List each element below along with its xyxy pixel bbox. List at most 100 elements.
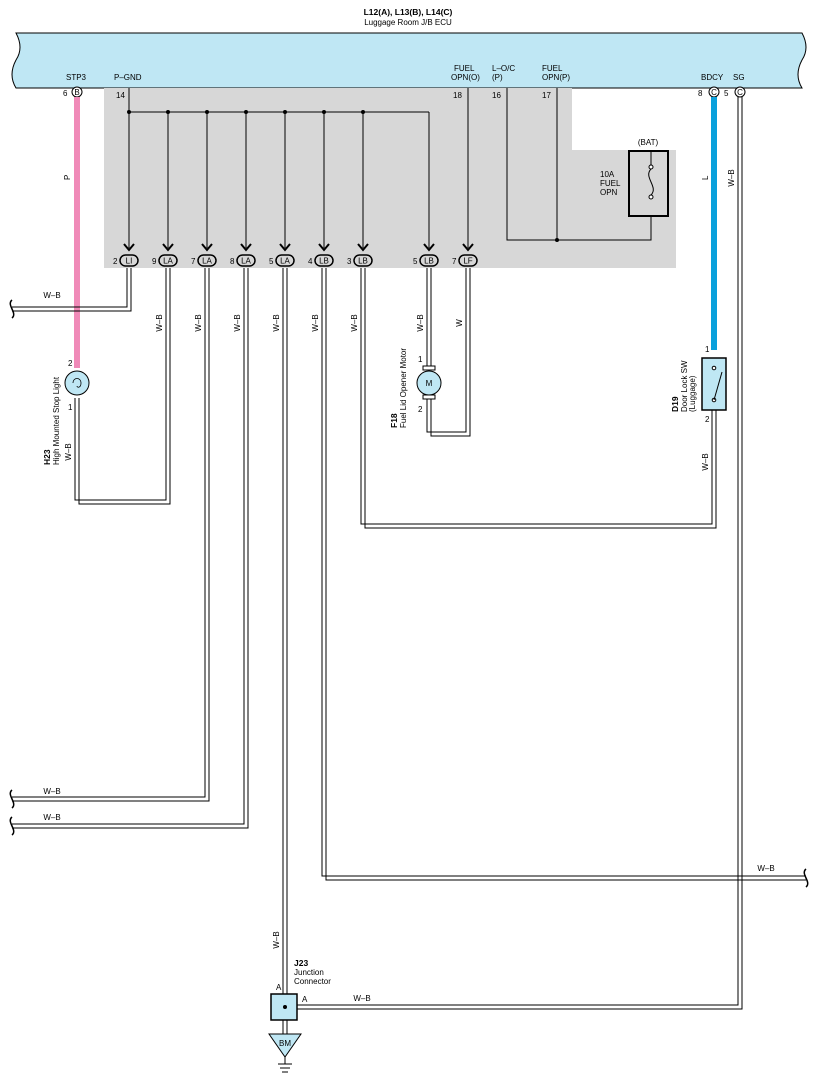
stop-light-id: H23 [42, 449, 52, 465]
harness-wire-line [426, 268, 467, 433]
connector-tag-box [458, 254, 478, 267]
connector-arrow [201, 243, 213, 252]
connector-pin-number: 2 [113, 257, 118, 266]
harness-wire-line [12, 268, 249, 829]
pin-label-pgnd: P–GND [114, 73, 142, 82]
connector-pin-number: 7 [452, 257, 457, 266]
connector-arrow [123, 243, 135, 252]
connector-pin-number: 5 [413, 257, 418, 266]
connector-c-letter-sg: C [737, 88, 743, 97]
pin-label-sg: SG [733, 73, 745, 82]
connector-tag-label: LA [280, 257, 290, 266]
wire-color-label: W–B [155, 314, 164, 331]
connector-tag-label: LB [319, 257, 329, 266]
motor-symbol: M [426, 379, 433, 388]
wire-color-label: W–B [272, 314, 281, 331]
stop-light-bulb [64, 370, 90, 396]
pgnd-internal-bus [127, 88, 430, 248]
junction-id: J23 [294, 958, 308, 968]
stop-light-pin-1: 1 [68, 403, 73, 412]
ground-label: BM [279, 1039, 291, 1048]
fuse-name-1: FUEL [600, 179, 621, 188]
pin-label-fuel-opn-o-2: OPN(O) [451, 73, 480, 82]
off-page-break-mark [9, 816, 15, 836]
motor-pin-2: 2 [418, 405, 423, 414]
harness-wire-line [12, 268, 206, 798]
connector-tag-box [419, 254, 439, 267]
pin-label-loc-1: L–O/C [492, 64, 515, 73]
pin-label-bdcy: BDCY [701, 73, 724, 82]
junction-pin-a-top: A [276, 983, 282, 992]
connector-arrow [357, 243, 369, 252]
pin-label-fuel-opn-p-1: FUEL [542, 64, 563, 73]
wire-color-label: W–B [701, 453, 710, 470]
junction-connector [270, 993, 298, 1021]
connector-tag-box [197, 254, 217, 267]
harness-wire-line [78, 268, 171, 505]
door-lock-switch [701, 357, 727, 411]
connector-arrow [462, 243, 474, 252]
wire-color-label: W–B [43, 787, 60, 796]
connector-pin-number: 3 [347, 257, 352, 266]
connector-tag-label: LB [424, 257, 434, 266]
connector-b-letter: B [74, 88, 79, 97]
pin-label-fuel-opn-p-2: OPN(P) [542, 73, 570, 82]
connector-tag-box [314, 254, 334, 267]
connector-c-marker-sg [734, 86, 746, 98]
connector-c-letter-bdcy: C [711, 88, 717, 97]
connector-pin-number: 8 [230, 257, 235, 266]
connector-pin-number: 7 [191, 257, 196, 266]
pin-label-stp3: STP3 [66, 73, 87, 82]
harness-wire-line [430, 268, 471, 437]
harness-wire-line [12, 268, 128, 308]
fuse-circuit [506, 88, 669, 242]
off-page-break-mark [803, 868, 809, 888]
junction-name-2: Connector [294, 977, 331, 986]
ground-bm [268, 1033, 302, 1073]
wire-color-label: W–B [416, 314, 425, 331]
connector-pin-number: 9 [152, 257, 157, 266]
switch-id: D19 [670, 396, 680, 412]
pin-number-6: 6 [63, 89, 68, 98]
ecu-connectors-title: L12(A), L13(B), L14(C) [364, 7, 453, 17]
wire-color-label: W–B [311, 314, 320, 331]
connector-tag-box [236, 254, 256, 267]
switch-name-2: (Luggage) [688, 375, 697, 412]
junction-pin-a-right: A [302, 995, 308, 1004]
connector-arrow [423, 243, 435, 252]
harness-wire-line [12, 268, 132, 312]
wire-color-label: W–B [233, 314, 242, 331]
wire-color-p: P [63, 175, 72, 180]
harness-wire-line [364, 268, 717, 529]
motor-name: Fuel Lid Opener Motor [399, 348, 408, 428]
harness-wire-line [12, 268, 245, 825]
wire-color-label: W–B [64, 443, 73, 460]
ecu-internal-area [104, 88, 676, 268]
connector-arrow [318, 243, 330, 252]
wire-color-l: L [701, 175, 710, 180]
connector-tag-label: LA [163, 257, 173, 266]
connector-tag-label: LB [358, 257, 368, 266]
connector-arrow [279, 243, 291, 252]
pin-number-17: 17 [542, 91, 551, 100]
switch-pin-1: 1 [705, 345, 710, 354]
connector-tag-label: LA [241, 257, 251, 266]
connector-tag-box [275, 254, 295, 267]
switch-pin-2: 2 [705, 415, 710, 424]
stop-light-pin-2: 2 [68, 359, 73, 368]
junction-name-1: Junction [294, 968, 324, 977]
pin-number-18: 18 [453, 91, 462, 100]
wire-color-label: W–B [353, 994, 370, 1003]
connector-arrow [240, 243, 252, 252]
connector-pin-number: 5 [269, 257, 274, 266]
harness-wire-line [297, 97, 743, 1010]
harness-wire-line [360, 268, 713, 525]
ecu-body [11, 32, 807, 89]
fuse-supply-label: (BAT) [638, 138, 659, 147]
fuse-name-2: OPN [600, 188, 618, 197]
wire-color-label: W–B [272, 931, 281, 948]
fuel-lid-motor [416, 365, 442, 400]
wire-color-label: W [455, 319, 464, 327]
pin-label-fuel-opn-o-1: FUEL [454, 64, 475, 73]
